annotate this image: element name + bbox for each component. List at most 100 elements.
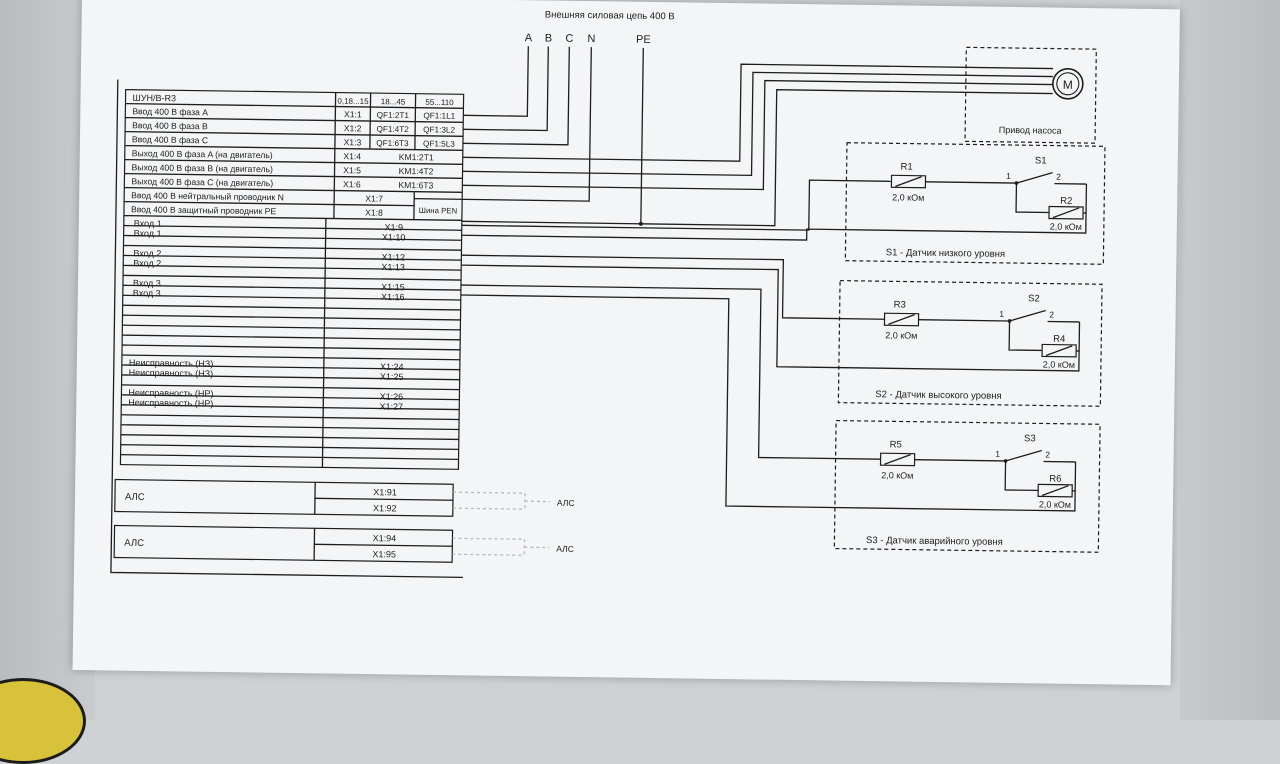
resistor-value: 2,0 кОм: [1039, 499, 1071, 509]
als-wire: [452, 538, 524, 539]
switch-pin: 2: [1056, 172, 1061, 182]
switch-pin: 1: [995, 449, 1000, 459]
motor-feed-wire: [462, 76, 1052, 193]
sensor-wire: [810, 318, 885, 319]
motor-feed-wire: [463, 60, 1053, 165]
sensor-wire: [806, 458, 881, 459]
table-row-line: [121, 415, 459, 420]
table-header-col1: 0,18...15: [337, 97, 369, 106]
als-wire: [453, 508, 525, 509]
als-wire: [453, 492, 525, 493]
terminal-label: X1:2: [344, 123, 362, 133]
sensor-wire: [915, 460, 1006, 461]
table-row-line: [122, 325, 460, 330]
phase-label: A: [525, 32, 533, 44]
terminal-label: KM1:2T1: [399, 152, 434, 162]
table-row-line: [121, 445, 459, 450]
als-label: АЛС: [125, 492, 145, 503]
sensor-caption: S1 - Датчик низкого уровня: [886, 247, 1005, 260]
table-row-label: Ввод 400 В фаза C: [132, 134, 208, 145]
terminal-label: QF1:3L2: [423, 125, 455, 134]
table-divider: [322, 218, 325, 467]
table-row-label: Ввод 400 В фаза A: [132, 106, 208, 117]
terminal-label: X1:16: [381, 292, 405, 302]
terminal-label: X1:94: [373, 533, 397, 543]
input-wire: [462, 224, 816, 240]
als-divider: [315, 498, 453, 500]
motor-caption: Привод насоса: [999, 125, 1062, 136]
terminal-label: KM1:4T2: [399, 166, 434, 176]
switch-pin: 2: [1045, 449, 1050, 459]
supply-title: Внешняя силовая цепь 400 В: [545, 9, 675, 22]
terminal-label: X1:3: [344, 137, 362, 147]
terminal-label: X1:25: [380, 372, 404, 382]
terminal-label: X1:91: [373, 487, 397, 497]
terminal-label: X1:9: [384, 222, 403, 232]
resistor-slash: [1042, 485, 1068, 495]
als-destination: АЛС: [556, 544, 574, 554]
phase-label: B: [545, 32, 553, 44]
phase-wire-B: [463, 45, 548, 130]
als-wire: [452, 554, 524, 555]
terminal-label: X1:13: [381, 262, 405, 272]
terminal-label: X1:92: [373, 503, 397, 513]
als-label: АЛС: [124, 538, 144, 549]
table-row-line: [121, 435, 459, 440]
table-row-line: [124, 226, 462, 231]
resistor-value: 2,0 кОм: [1050, 222, 1082, 232]
sensor-caption: S2 - Датчик высокого уровня: [875, 389, 1002, 402]
resistor-slash: [888, 314, 914, 324]
phase-label: C: [565, 33, 573, 45]
resistor-label: R3: [894, 299, 906, 310]
table-row-line: [122, 335, 460, 340]
switch-pin: 1: [999, 309, 1004, 319]
table-header-col3: 55...110: [425, 98, 454, 107]
terminal-label: X1:1: [344, 109, 362, 119]
switch-contact: [1016, 172, 1052, 184]
table-divider: [334, 93, 336, 219]
motor-feed-wire: [463, 68, 1053, 179]
switch-contact: [1010, 310, 1046, 322]
terminal-label: X1:6: [343, 179, 361, 189]
resistor-label: R2: [1060, 196, 1072, 207]
switch-pin: 2: [1049, 310, 1054, 320]
terminal-label: X1:12: [382, 252, 406, 262]
table-row-line: [121, 455, 459, 460]
table-row-line: [123, 315, 461, 320]
input-label: Вход 2: [133, 248, 161, 258]
table-row-label: Выход 400 В фаза A (на двигатель): [132, 148, 273, 160]
sensor-wire: [1016, 183, 1049, 212]
sensor-wire: [816, 180, 891, 181]
switch-contact: [1006, 450, 1042, 462]
terminal-label: QF1:5L3: [423, 139, 455, 148]
input-label: Вход 3: [133, 288, 161, 298]
terminal-label: QF1:1L1: [423, 111, 455, 120]
als-block: [115, 480, 453, 517]
sensor-wire: [919, 320, 1010, 321]
table-row-label: Ввод 400 В фаза B: [132, 120, 208, 131]
input-wire: [460, 265, 810, 367]
fault-label: Неисправность (НР): [128, 397, 213, 408]
sensor-frame: [834, 421, 1100, 553]
input-label: Вход 2: [133, 258, 161, 268]
terminal-label: X1:4: [343, 151, 361, 161]
terminal-label: X1:95: [372, 549, 396, 559]
switch-label: S3: [1024, 433, 1036, 444]
resistor-value: 2,0 кОм: [881, 470, 913, 480]
resistor-slash: [1046, 345, 1072, 355]
input-label: Вход 1: [134, 218, 162, 228]
table-row-line: [123, 305, 461, 310]
resistor-label: R6: [1049, 474, 1061, 485]
sensor-wire: [1005, 461, 1038, 490]
input-wire: [458, 295, 808, 507]
input-label: Вход 1: [134, 228, 162, 238]
terminal-label: X1:15: [381, 282, 405, 292]
table-row-label: Ввод 400 В защитный проводник PE: [131, 204, 277, 216]
terminal-label: X1:24: [380, 362, 404, 372]
table-header-name: ШУН/В-R3: [132, 93, 176, 104]
resistor-label: R4: [1053, 334, 1065, 345]
resistor-value: 2,0 кОм: [892, 192, 924, 202]
resistor-slash: [885, 454, 911, 464]
terminal-label: QF1:4T2: [376, 125, 409, 134]
